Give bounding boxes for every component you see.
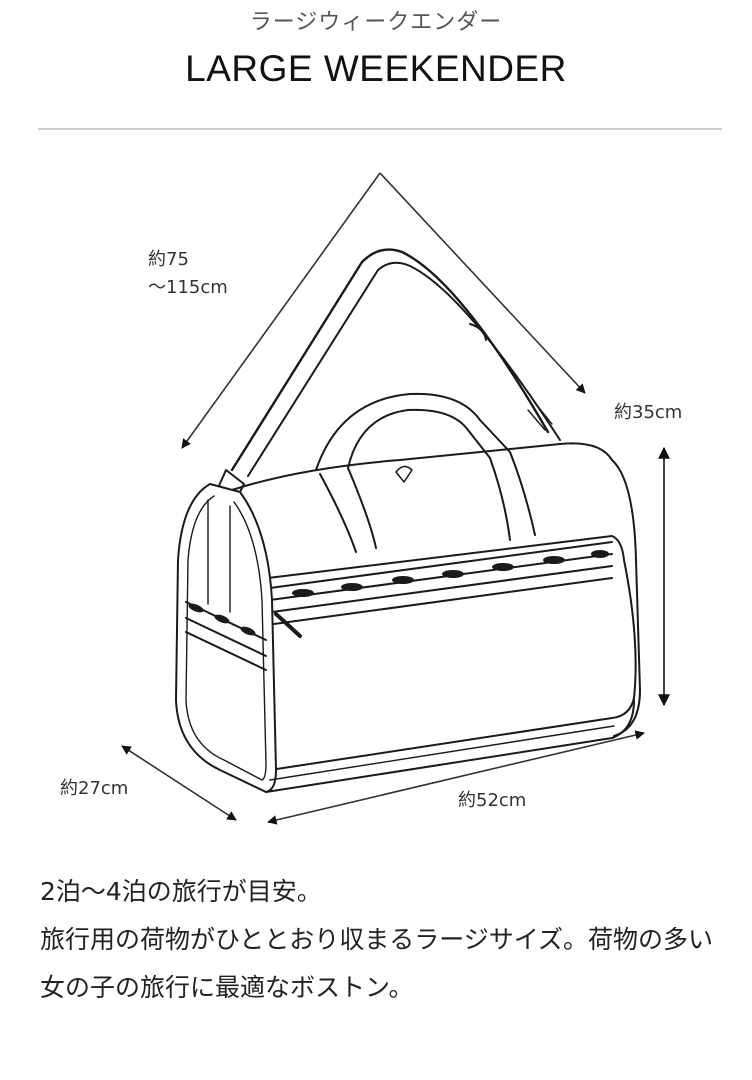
width-arrow [267, 730, 645, 825]
description-line-1: 2泊～4泊の旅行が目安。 [40, 877, 322, 906]
strap-length-arrow [181, 172, 586, 449]
bag-dimension-diagram [121, 172, 670, 825]
depth-label: 約27cm [60, 778, 129, 799]
height-label: 約35cm [614, 402, 683, 423]
width-label: 約52cm [458, 790, 527, 811]
product-title: LARGE WEEKENDER [185, 48, 567, 89]
header-divider [38, 128, 722, 130]
depth-arrow [121, 745, 237, 821]
bag-illustration [175, 248, 641, 793]
strap-length-label: 約75 ～115cm [148, 246, 228, 302]
strap-length-line1: 約75 [148, 249, 189, 270]
strap-length-line2: ～115cm [148, 277, 228, 298]
product-description: 2泊～4泊の旅行が目安。 旅行用の荷物がひととおり収まるラージサイズ。荷物の多い… [40, 868, 720, 1012]
logo-tabs [292, 550, 609, 597]
product-subtitle-japanese: ラージウィークエンダー [249, 10, 503, 35]
description-line-2: 旅行用の荷物がひととおり収まるラージサイズ。荷物の多い女の子の旅行に最適なボスト… [40, 925, 714, 1002]
